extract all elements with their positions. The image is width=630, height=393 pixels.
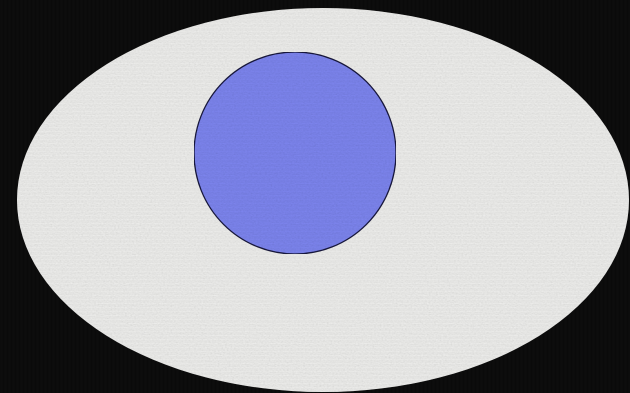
circle-texture <box>194 52 396 254</box>
